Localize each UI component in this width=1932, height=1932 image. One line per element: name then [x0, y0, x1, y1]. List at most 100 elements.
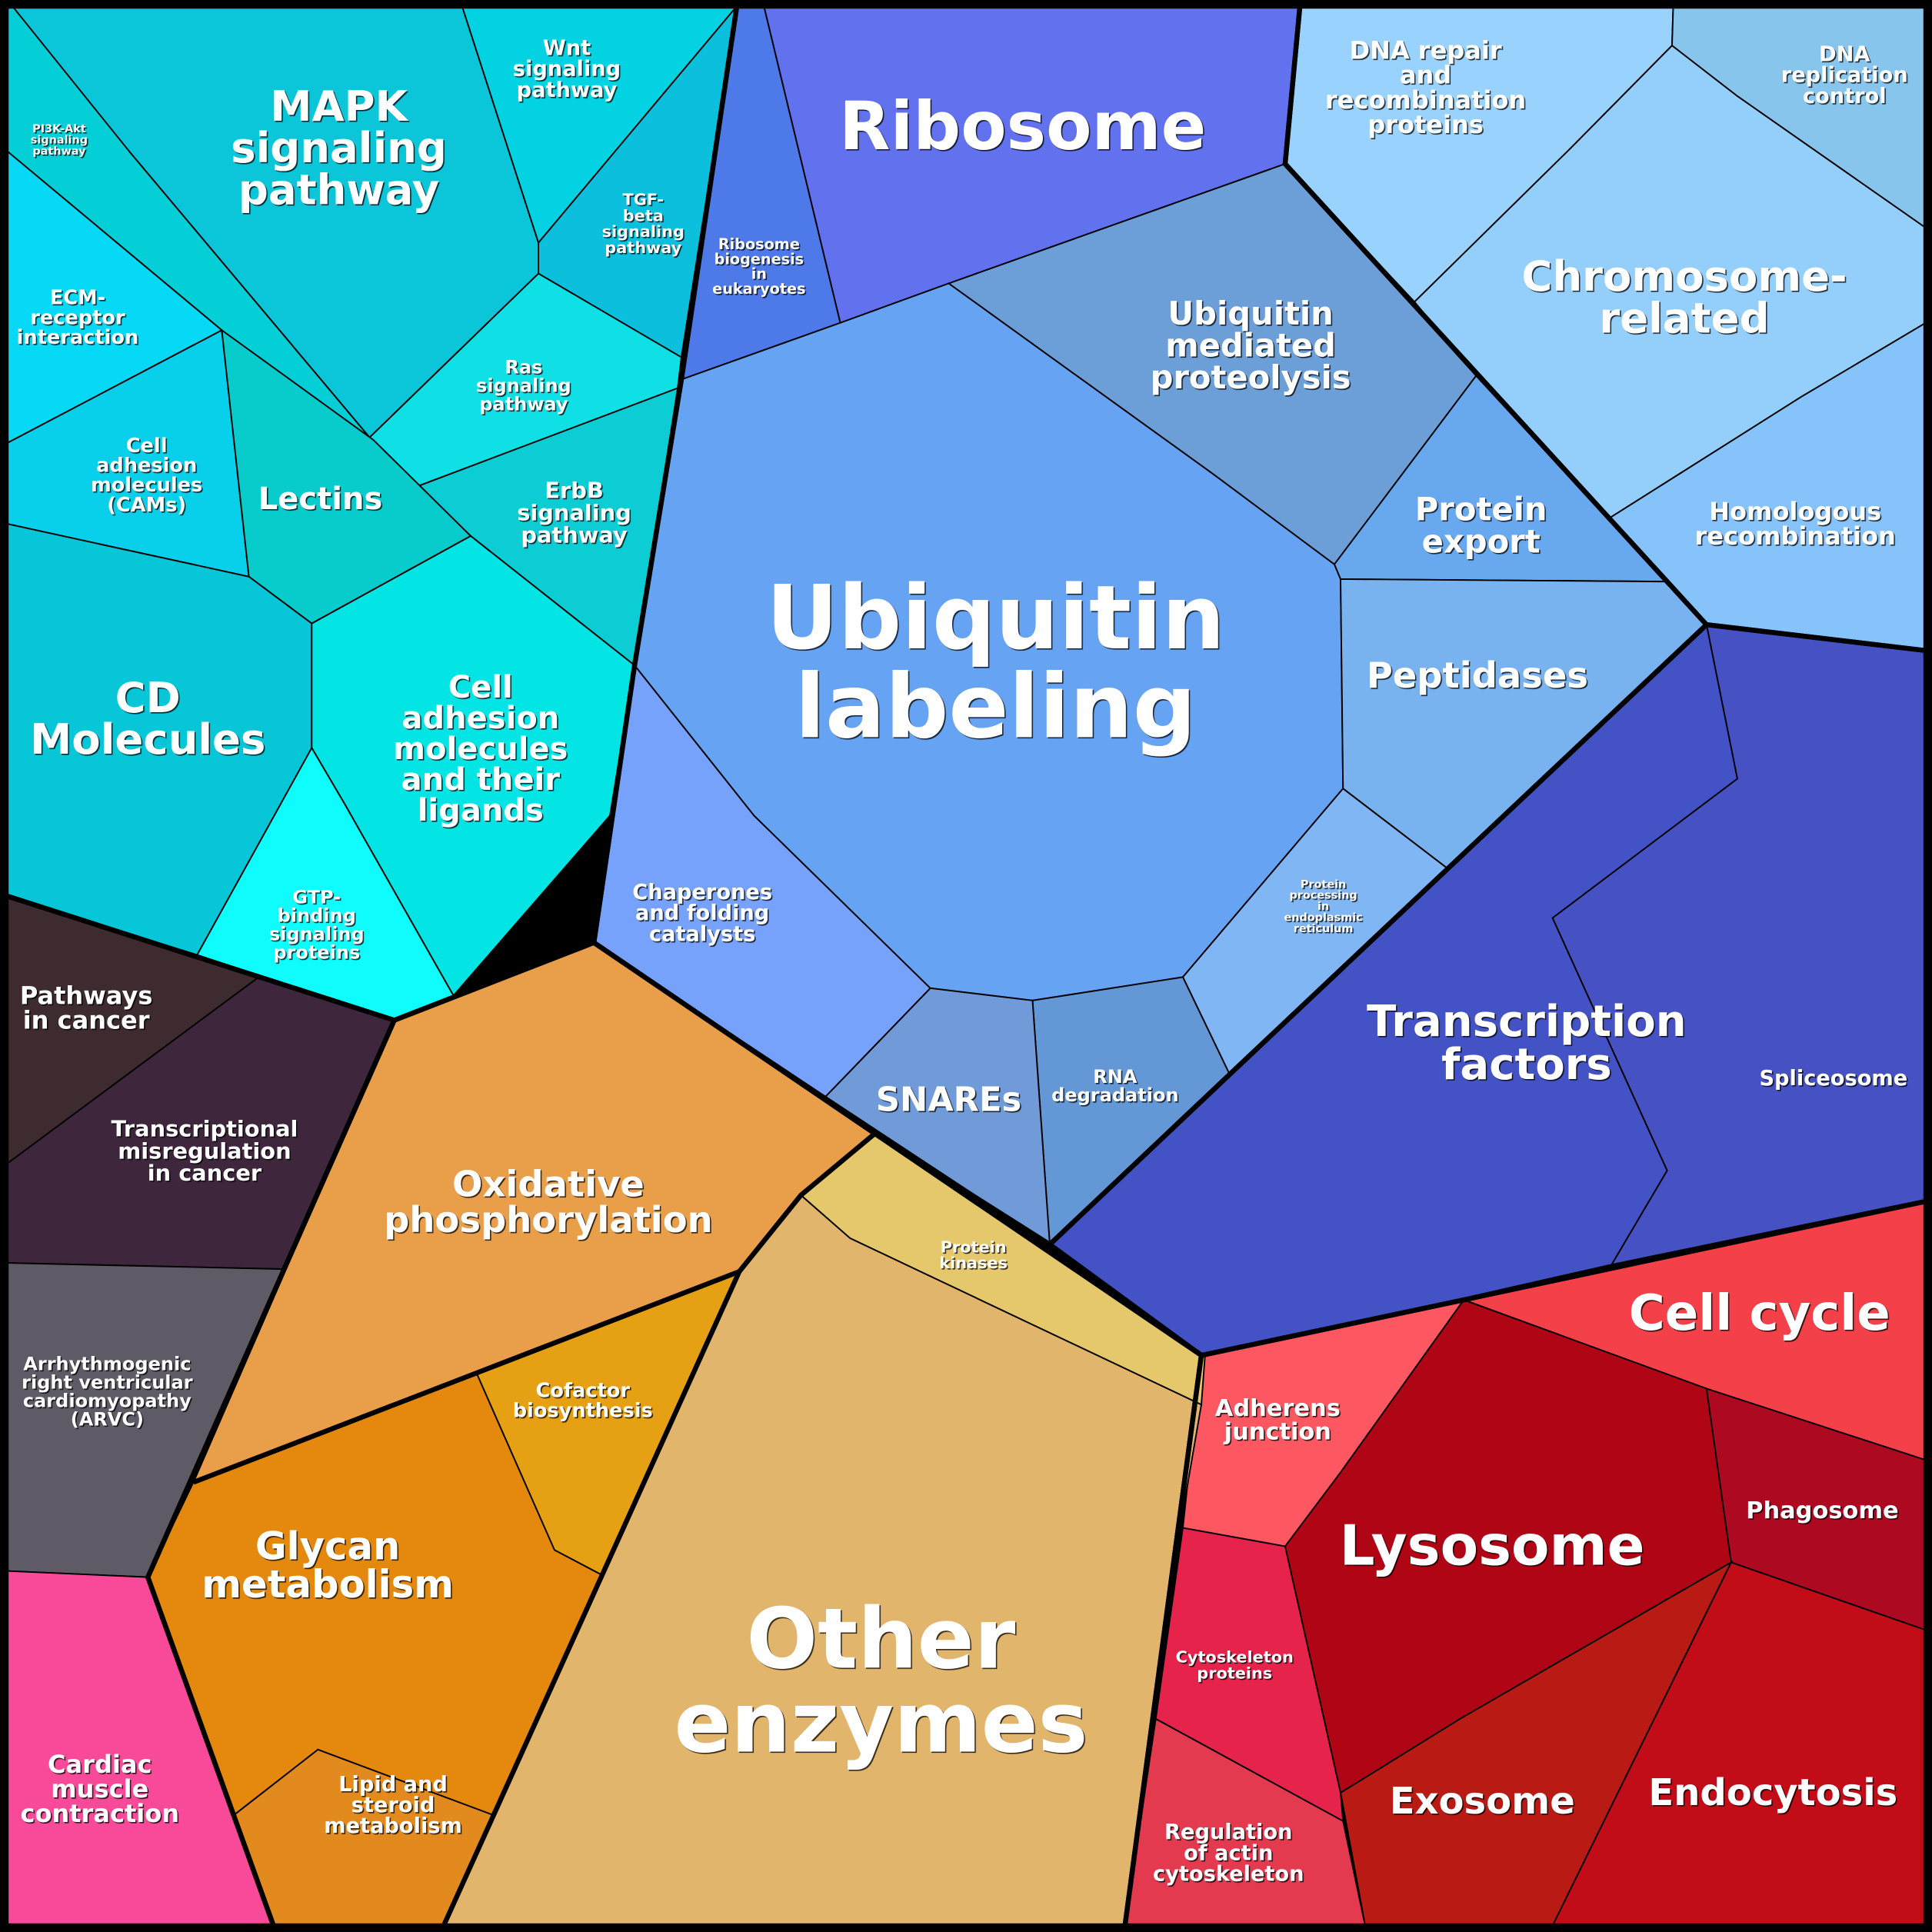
label-line: in cancer: [148, 1160, 262, 1186]
label-line: labeling: [795, 656, 1197, 759]
label-line: of actin: [1184, 1841, 1273, 1865]
label-line: recombination: [1695, 521, 1896, 551]
label-line: Cardiac: [48, 1750, 152, 1779]
label-line: Phagosome: [1746, 1497, 1899, 1524]
label-line: misregulation: [118, 1138, 291, 1164]
label-line: Glycan: [255, 1524, 400, 1569]
label-line: and: [1400, 61, 1451, 90]
label-line: cytoskeleton: [1153, 1862, 1304, 1886]
label-line: ErbB: [545, 478, 604, 504]
label-line: metabolism: [202, 1562, 454, 1607]
label-line: Transcriptional: [111, 1115, 298, 1141]
label-line: signaling: [517, 499, 631, 525]
label-line: receptor: [30, 306, 125, 329]
label-line: phosphorylation: [384, 1199, 713, 1241]
label-line: pathway: [521, 521, 628, 548]
label-line: processing: [1289, 890, 1357, 902]
label-line: Transcription: [1367, 997, 1687, 1047]
label-line: Cofactor: [535, 1380, 630, 1403]
label-line: Cytoskeleton: [1176, 1648, 1294, 1667]
label-line: steroid: [351, 1793, 435, 1817]
label-line: proteins: [1197, 1664, 1272, 1683]
label-line: molecules: [91, 474, 202, 497]
label-line: ligands: [418, 793, 544, 828]
label-line: Exosome: [1390, 1780, 1575, 1823]
label-line: (ARVC): [71, 1409, 144, 1431]
label-line: biosynthesis: [513, 1399, 653, 1422]
label-line: Regulation: [1164, 1820, 1292, 1844]
label-line: MAPK: [270, 82, 408, 131]
label-line: Other: [747, 1590, 1016, 1687]
label-phagosome: Phagosome: [1746, 1497, 1899, 1524]
label-line: eukaryotes: [712, 279, 805, 297]
label-line: molecules: [393, 731, 568, 767]
label-line: export: [1422, 522, 1541, 560]
label-line: DNA: [1819, 42, 1870, 66]
label-line: proteins: [1367, 110, 1484, 139]
label-line: and their: [401, 762, 561, 798]
label-line: Cell: [448, 670, 513, 705]
label-line: pathway: [32, 145, 86, 158]
label-line: adhesion: [96, 455, 197, 478]
cell-cytoskel[interactable]: [1154, 1527, 1344, 1823]
label-line: Endocytosis: [1648, 1771, 1897, 1814]
label-line: beta: [623, 206, 664, 225]
label-line: Oxidative: [452, 1164, 645, 1205]
label-line: Pathways: [20, 981, 153, 1010]
label-chromosome: Chromosome-related: [1521, 251, 1847, 342]
label-line: pathway: [517, 78, 618, 102]
label-line: related: [1599, 293, 1769, 342]
label-line: right ventricular: [22, 1371, 193, 1393]
label-line: enzymes: [674, 1674, 1088, 1771]
label-peptidases: Peptidases: [1367, 655, 1588, 696]
label-line: in: [751, 265, 767, 282]
label-line: cardiomyopathy: [23, 1391, 192, 1412]
label-line: Lectins: [258, 481, 383, 517]
label-line: pathway: [479, 393, 568, 415]
label-endocytosis: Endocytosis: [1648, 1771, 1897, 1814]
label-lectins: Lectins: [258, 481, 383, 517]
label-line: proteins: [273, 941, 360, 963]
label-line: signaling: [31, 135, 88, 147]
label-line: replication: [1781, 63, 1908, 87]
label-line: Ribosome: [839, 88, 1206, 165]
label-line: mediated: [1165, 326, 1336, 364]
label-line: Wnt: [543, 36, 591, 60]
label-line: adhesion: [401, 701, 559, 736]
label-line: endoplasmic: [1284, 912, 1362, 924]
label-line: Cell cycle: [1629, 1285, 1890, 1342]
label-line: pathway: [605, 238, 681, 257]
label-line: Peptidases: [1367, 655, 1588, 696]
label-exosome: Exosome: [1390, 1780, 1575, 1823]
label-line: degradation: [1051, 1084, 1178, 1106]
label-line: Protein: [1301, 878, 1346, 891]
label-line: Ubiquitin: [766, 567, 1225, 670]
label-line: Lipid and: [338, 1772, 448, 1796]
label-line: signaling: [231, 123, 447, 172]
